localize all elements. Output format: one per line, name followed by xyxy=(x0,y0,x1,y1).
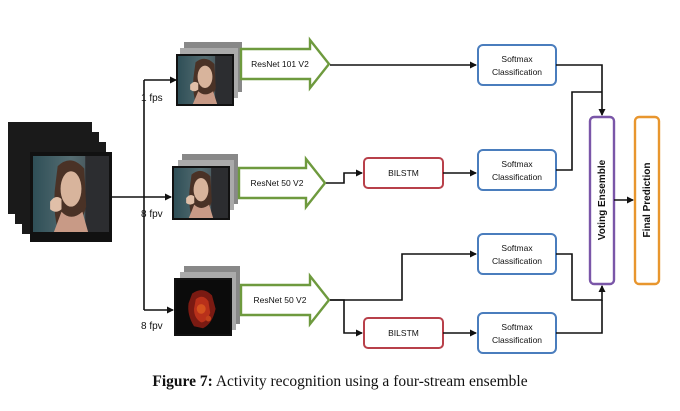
classification-label: Classification xyxy=(492,256,542,266)
classification-label: Classification xyxy=(492,67,542,77)
bilstm-box-stream2: BILSTM xyxy=(363,157,444,189)
stream1-frames xyxy=(176,42,242,106)
voting-ensemble-label: Voting Ensemble xyxy=(597,159,608,240)
final-prediction-box: Final Prediction xyxy=(633,115,661,286)
softmax-label: Softmax xyxy=(501,159,533,169)
stream1-rate-label: 1 fps xyxy=(141,93,163,104)
softmax-box-1: Softmax Classification xyxy=(477,44,557,86)
input-connectors xyxy=(112,76,177,314)
figure-caption-label: Figure 7: xyxy=(152,373,213,390)
flow-connectors xyxy=(326,61,634,337)
softmax-box-3: Softmax Classification xyxy=(477,233,557,275)
resnet50-stream3-label: ResNet 50 V2 xyxy=(254,295,307,305)
bilstm-label: BILSTM xyxy=(388,328,419,338)
classification-label: Classification xyxy=(492,172,542,182)
bilstm-box-stream3: BILSTM xyxy=(363,317,444,349)
softmax-box-2: Softmax Classification xyxy=(477,149,557,191)
resnet50-stream2-label: ResNet 50 V2 xyxy=(251,178,304,188)
resnet101-arrow: ResNet 101 V2 xyxy=(239,36,331,92)
resnet101-label: ResNet 101 V2 xyxy=(251,59,309,69)
final-prediction-label: Final Prediction xyxy=(642,162,653,237)
resnet50-arrow-stream2: ResNet 50 V2 xyxy=(237,155,327,211)
resnet50-arrow-stream3: ResNet 50 V2 xyxy=(239,272,331,328)
softmax-box-4: Softmax Classification xyxy=(477,312,557,354)
stream3-frames xyxy=(174,266,240,336)
softmax-label: Softmax xyxy=(501,243,533,253)
voting-ensemble-box: Voting Ensemble xyxy=(588,115,616,286)
stream2-rate-label: 8 fpv xyxy=(141,209,163,220)
bilstm-label: BILSTM xyxy=(388,168,419,178)
softmax-label: Softmax xyxy=(501,54,533,64)
classification-label: Classification xyxy=(492,335,542,345)
softmax-label: Softmax xyxy=(501,322,533,332)
figure-caption: Figure 7: Activity recognition using a f… xyxy=(0,373,680,391)
stream3-rate-label: 8 fpv xyxy=(141,321,163,332)
stream2-frames xyxy=(172,154,238,220)
input-video-frames xyxy=(8,122,112,242)
activity-recognition-diagram: 1 fps 8 fpv 8 fpv ResNet 101 V2 ResNet 5… xyxy=(8,36,661,354)
figure-caption-text: Activity recognition using a four-stream… xyxy=(212,373,528,390)
